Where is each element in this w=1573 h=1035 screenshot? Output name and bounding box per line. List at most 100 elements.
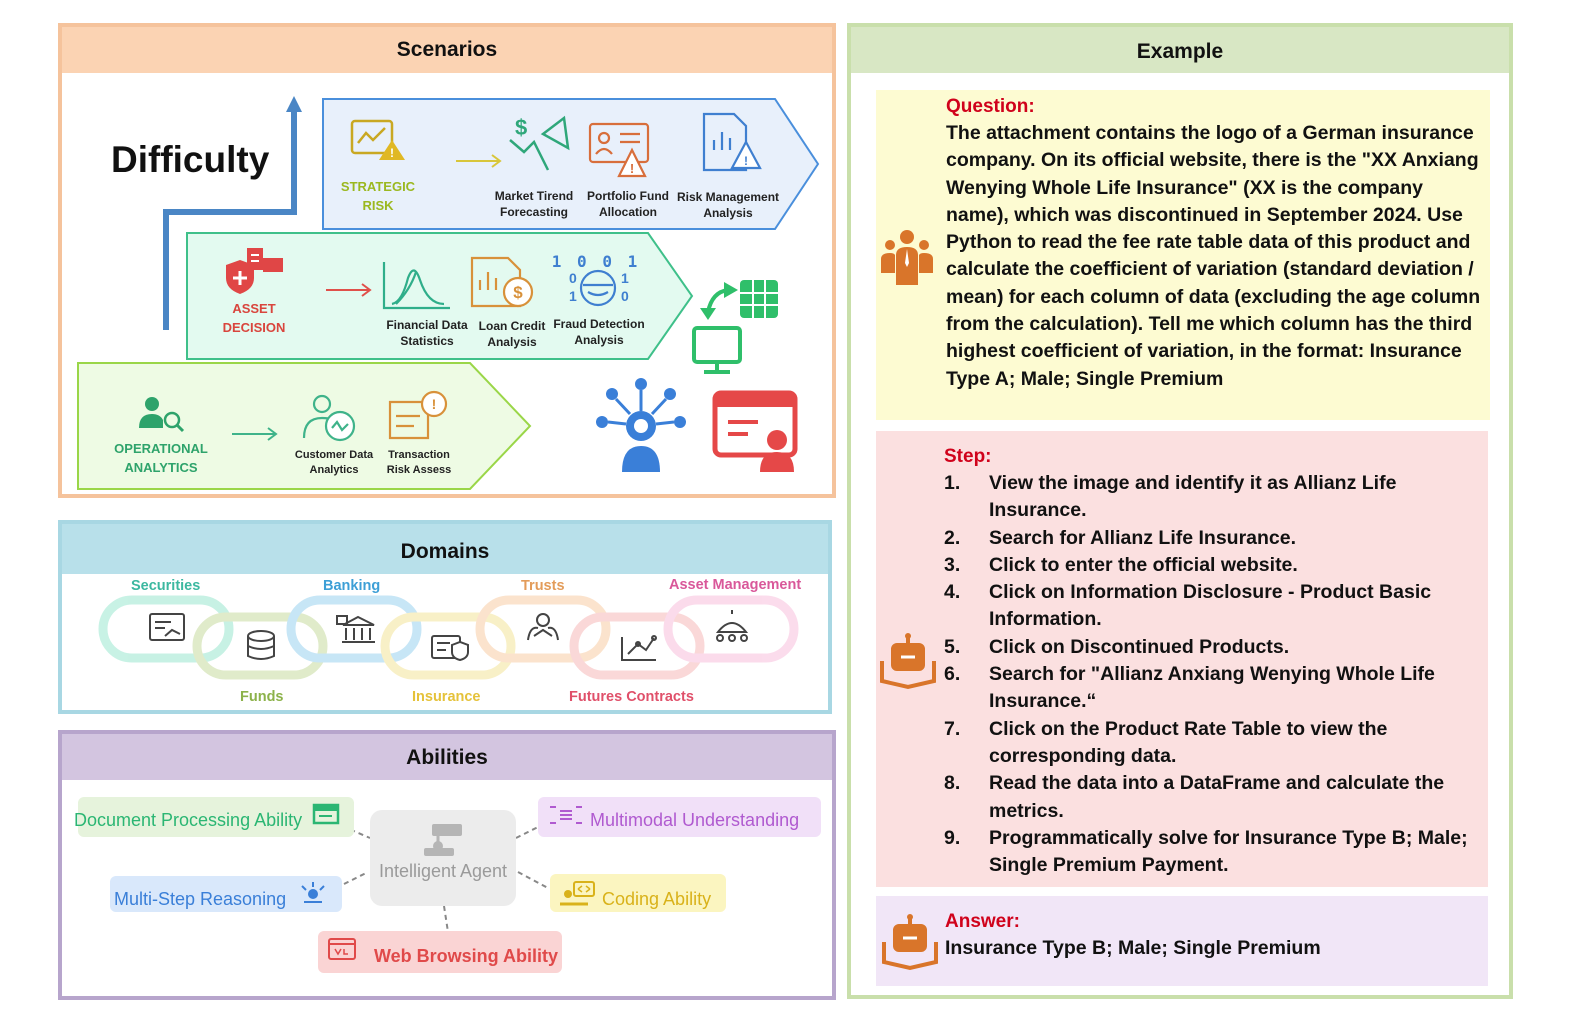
svg-text:$: $ — [513, 283, 523, 302]
coding-icon — [560, 881, 595, 906]
example-panel: Example — [847, 23, 1513, 999]
asset-decision-icon — [226, 248, 283, 294]
step-section: Step: 1.View the image and identify it a… — [876, 431, 1488, 887]
difficulty-arrow — [163, 108, 297, 330]
tier-strategic-arrow — [322, 98, 820, 230]
step-item: 2. Search for Allianz Life Insurance. — [944, 526, 1297, 549]
futures-icon — [621, 635, 657, 661]
strategic-risk-icon — [350, 119, 394, 155]
risk-management-icon — [702, 112, 762, 172]
web-user-icon — [712, 390, 798, 472]
multimodal-understanding-ability: Multimodal Understanding — [538, 797, 821, 837]
data-sync-icon — [700, 280, 778, 320]
step-item: 4. Click on Information Disclosure - Pro… — [944, 581, 1432, 631]
question-section: Question: The attachment contains the lo… — [876, 90, 1490, 420]
step-item: 3. Click to enter the official website. — [944, 553, 1298, 576]
robot-steps-icon — [880, 633, 936, 690]
web-browsing-ability: Web Browsing Ability — [318, 931, 562, 973]
financial-data-icon — [382, 262, 450, 310]
svg-text:$: $ — [515, 115, 527, 140]
domain-futures-contracts: Futures Contracts — [569, 689, 694, 705]
fraud-detection-icon — [579, 269, 617, 307]
svg-text:!: ! — [390, 146, 394, 160]
monitor-icon — [692, 326, 742, 374]
svg-text:!: ! — [744, 154, 748, 168]
loan-credit-icon — [470, 256, 534, 308]
step-item: 6. Search for "Allianz Anxiang Wenying W… — [944, 663, 1435, 713]
scenarios-title: Scenarios — [62, 27, 832, 73]
securities-icon — [149, 613, 185, 641]
domain-insurance: Insurance — [412, 689, 481, 705]
step-item: 5.Click on Discontinued Products. — [944, 635, 1290, 658]
robot-answer-icon — [882, 914, 938, 971]
answer-text: Insurance Type B; Male; Single Premium — [945, 937, 1321, 959]
operational-analytics-icon — [139, 397, 185, 433]
customer-data-icon — [302, 394, 356, 442]
domains-title: Domains — [62, 524, 828, 574]
funds-icon — [247, 630, 275, 660]
step-item: 1.View the image and identify it as Alli… — [944, 472, 1397, 522]
domain-asset-management: Asset Management — [669, 577, 802, 593]
trusts-icon — [527, 613, 559, 641]
domain-funds: Funds — [240, 689, 284, 705]
intelligent-agent-node: Intelligent Agent — [370, 810, 516, 906]
tier-operational-arrow — [77, 362, 532, 490]
domain-banking: Banking — [323, 578, 381, 594]
svg-text:!: ! — [630, 161, 634, 176]
fraud-digits: 1 0 0 1 — [552, 252, 640, 271]
multimodal-icon — [550, 806, 582, 824]
coding-ability: Coding Ability — [550, 874, 726, 912]
banking-icon — [336, 615, 375, 643]
fraud-digit: 1 — [621, 270, 629, 286]
step-item: 8.Read the data into a DataFrame and cal… — [944, 772, 1445, 822]
step-label: Step: — [944, 446, 992, 467]
fraud-digit: 0 — [621, 288, 629, 304]
document-processing-ability: Document Processing Ability — [74, 797, 354, 837]
step-item: 9.Programmatically solve for Insurance T… — [944, 826, 1468, 877]
document-icon — [312, 803, 340, 825]
abilities-title: Abilities — [62, 734, 832, 780]
market-trend-icon — [509, 115, 570, 171]
asset-management-icon — [715, 610, 749, 642]
network-person-icon — [596, 378, 686, 472]
portfolio-icon — [588, 122, 650, 178]
difficulty-label: Difficulty — [111, 139, 270, 180]
tier-asset-arrow — [186, 232, 694, 360]
domain-securities: Securities — [131, 578, 201, 594]
fraud-digit: 0 — [569, 270, 577, 286]
scenarios-panel: Scenarios — [58, 23, 836, 498]
question-label: Question: — [946, 96, 1035, 117]
svg-text:!: ! — [432, 396, 437, 412]
step-item: 7. Click on the Product Rate Table to vi… — [944, 717, 1388, 767]
question-text: The attachment contains the logo of a Ge… — [946, 122, 1481, 390]
answer-section: Answer: Insurance Type B; Male; Single P… — [876, 896, 1488, 986]
steps-list: 1.View the image and identify it as Alli… — [944, 470, 1484, 879]
multi-step-reasoning-ability: Multi-Step Reasoning — [110, 876, 342, 912]
example-title: Example — [851, 27, 1509, 73]
web-browsing-icon — [328, 938, 356, 960]
answer-label: Answer: — [945, 911, 1020, 932]
robot-icon — [424, 824, 462, 856]
domains-panel: Domains — [58, 520, 832, 714]
transaction-risk-icon — [388, 390, 448, 440]
fraud-digit: 1 — [569, 288, 577, 304]
insurance-icon — [431, 635, 469, 662]
abilities-panel: Abilities — [58, 730, 836, 1000]
team-icon — [881, 230, 933, 285]
domain-trusts: Trusts — [521, 578, 565, 594]
reasoning-icon — [301, 882, 325, 903]
